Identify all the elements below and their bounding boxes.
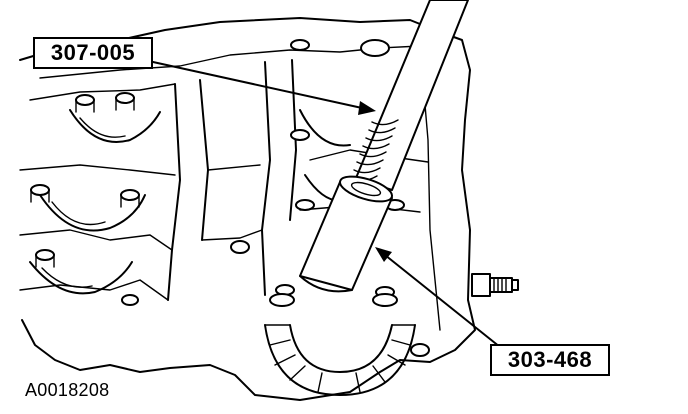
tool-307-005-rod	[350, 0, 469, 191]
callout-label-307-005: 307-005	[33, 37, 153, 69]
callout-label-303-468: 303-468	[490, 344, 610, 376]
leader-line-303-468	[375, 247, 501, 348]
side-stud	[471, 273, 519, 297]
figure-id: A0018208	[25, 380, 110, 400]
tool-303-468-sleeve	[299, 175, 393, 293]
crank-bearing-bore	[264, 293, 416, 396]
leader-line-307-005	[152, 61, 376, 115]
